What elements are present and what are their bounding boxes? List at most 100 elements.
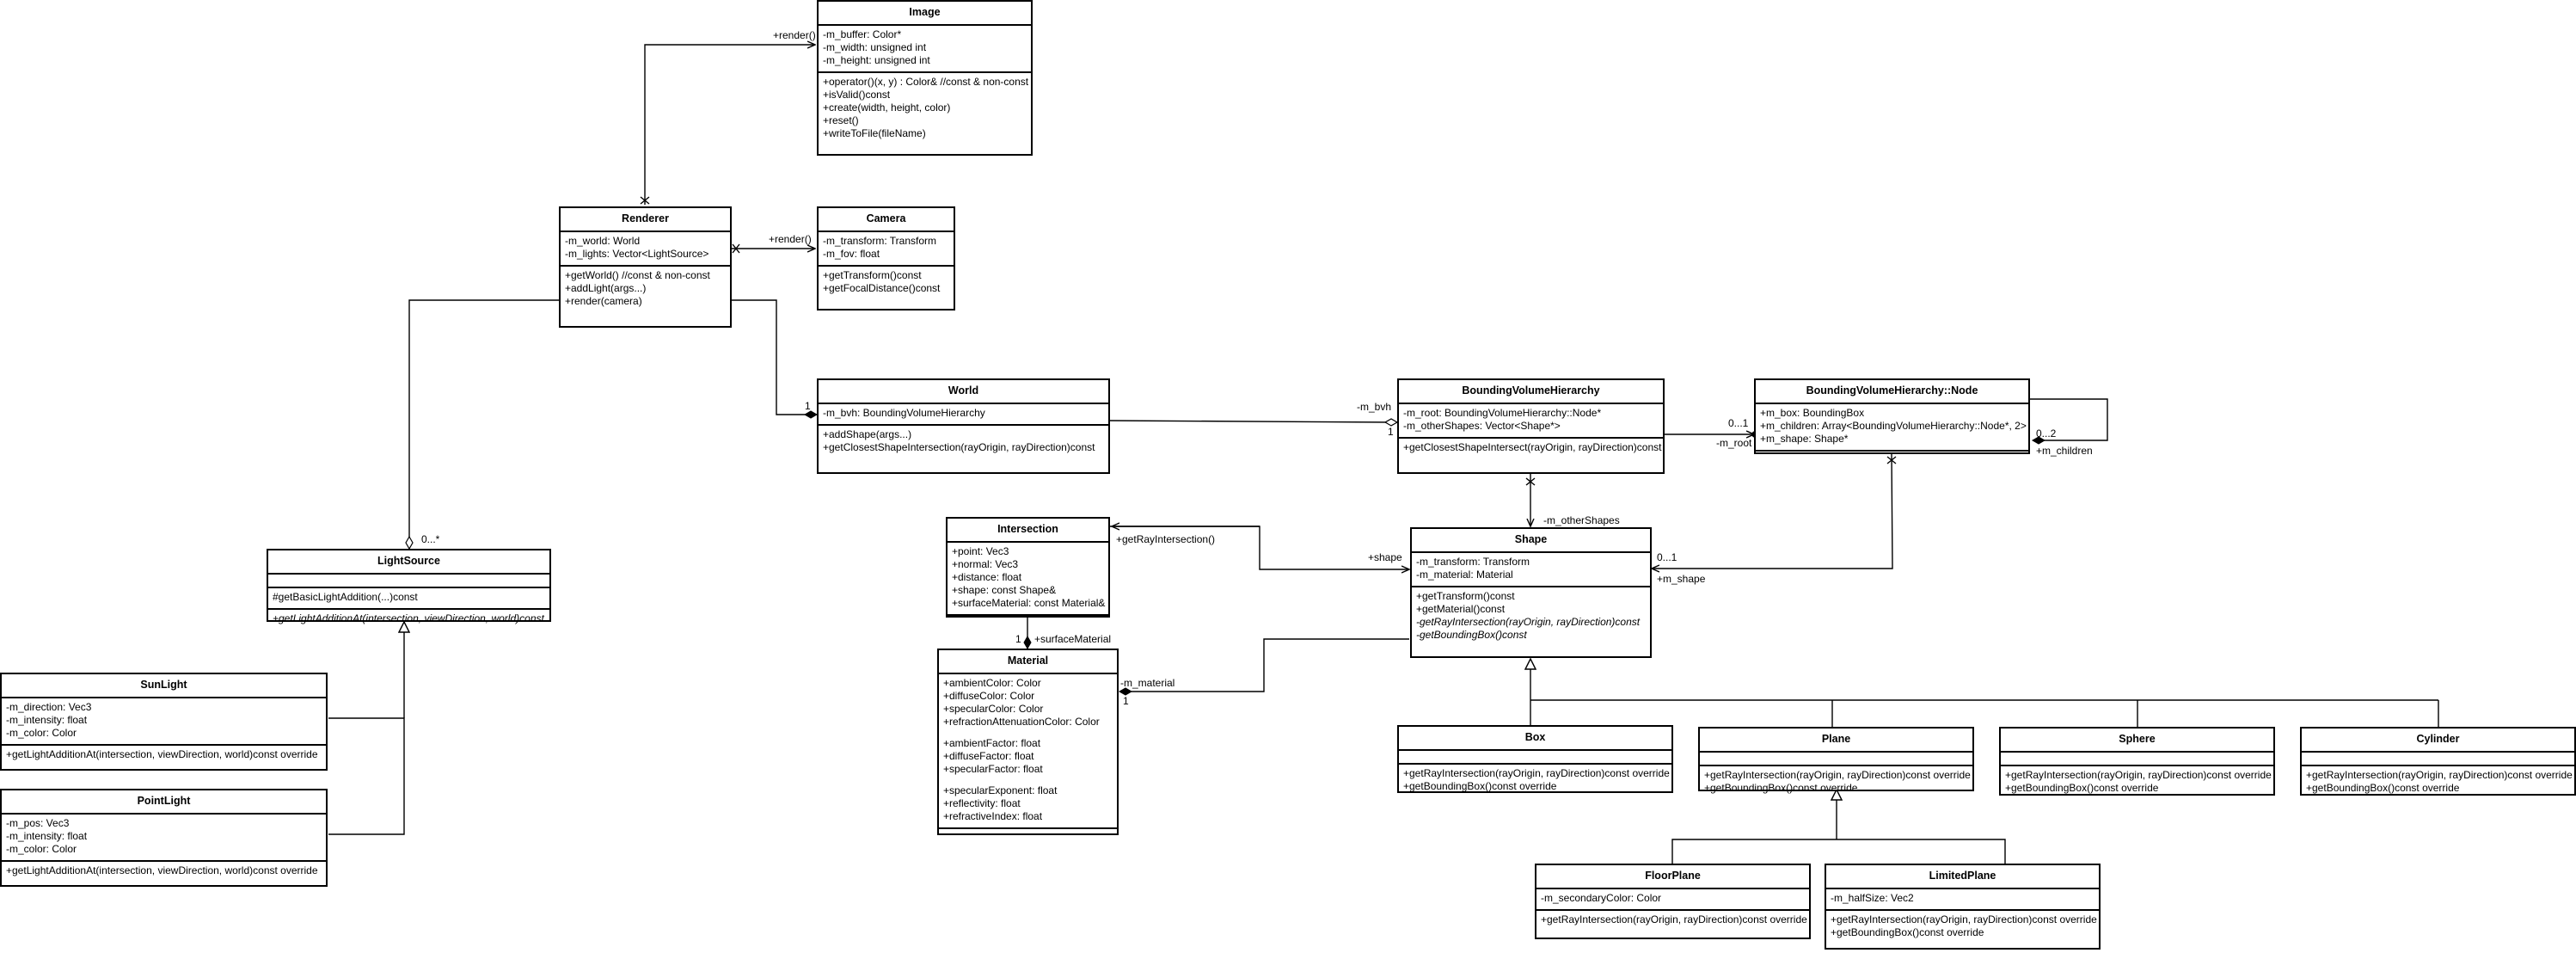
member-row: -m_transform: Transform: [1416, 556, 1530, 568]
material-role-label: -m_material: [1120, 677, 1175, 689]
member-row: +point: Vec3: [952, 545, 1009, 557]
class-camera[interactable]: Camera -m_transform: Transform-m_fov: fl…: [817, 206, 955, 310]
member-row: +getTransform()const: [823, 269, 922, 281]
member-row: -m_lights: Vector<LightSource>: [565, 248, 709, 260]
class-name: Intersection: [948, 519, 1108, 543]
edge-node-children: [2029, 398, 2108, 445]
children-role-label: +m_children: [2036, 445, 2093, 457]
member-row: +addLight(args...): [565, 282, 647, 294]
member-row: +surfaceMaterial: const Material&: [952, 597, 1106, 609]
attributes: -m_transform: Transform-m_material: Mate…: [1412, 553, 1650, 587]
member-row: -m_width: unsigned int: [823, 41, 927, 53]
member-row: +getWorld() //const & non-const: [565, 269, 710, 281]
class-renderer[interactable]: Renderer -m_world: World-m_lights: Vecto…: [559, 206, 732, 328]
member-row: -getBoundingBox()const: [1416, 629, 1527, 641]
class-name: SunLight: [2, 674, 326, 698]
member-row: +getLightAdditionAt(intersection, viewDi…: [273, 612, 544, 624]
abstract-methods: +getLightAdditionAt(intersection, viewDi…: [268, 610, 549, 630]
attributes: -m_pos: Vec3-m_intensity: float-m_color:…: [2, 815, 326, 862]
attributes: -m_secondaryColor: Color: [1536, 889, 1809, 911]
attributes: -m_direction: Vec3-m_intensity: float-m_…: [2, 698, 326, 746]
class-sphere[interactable]: Sphere +getRayIntersection(rayOrigin, ra…: [1999, 727, 2275, 796]
class-floor-plane[interactable]: FloorPlane -m_secondaryColor: Color +get…: [1535, 864, 1811, 939]
member-row: +getRayIntersection(rayOrigin, rayDirect…: [2306, 769, 2573, 781]
member-row: +shape: const Shape&: [952, 584, 1057, 596]
class-cylinder[interactable]: Cylinder +getRayIntersection(rayOrigin, …: [2300, 727, 2576, 796]
bvh-multiplicity: 1: [1388, 426, 1394, 438]
class-shape[interactable]: Shape -m_transform: Transform-m_material…: [1410, 527, 1652, 658]
member-row: +diffuseColor: Color: [943, 690, 1035, 702]
member-row: +getRayIntersection(rayOrigin, rayDirect…: [1831, 913, 2097, 925]
class-box[interactable]: Box +getRayIntersection(rayOrigin, rayDi…: [1397, 725, 1673, 793]
class-limited-plane[interactable]: LimitedPlane -m_halfSize: Vec2 +getRayIn…: [1825, 864, 2101, 950]
methods: +getRayIntersection(rayOrigin, rayDirect…: [1536, 911, 1809, 931]
edge-renderer-image: [644, 45, 815, 205]
methods: +addShape(args...)+getClosestShapeInters…: [819, 426, 1108, 458]
member-row: +m_box: BoundingBox: [1760, 407, 1865, 419]
class-image[interactable]: Image -m_buffer: Color*-m_width: unsigne…: [817, 0, 1033, 156]
member-row: +getBoundingBox()const override: [1704, 782, 1858, 794]
class-name: PointLight: [2, 790, 326, 815]
class-material[interactable]: Material +ambientColor: Color+diffuseCol…: [937, 649, 1119, 835]
attributes: -m_halfSize: Vec2: [1826, 889, 2099, 911]
member-row: +operator()(x, y) : Color& //const & non…: [823, 76, 1029, 88]
class-sun-light[interactable]: SunLight -m_direction: Vec3-m_intensity:…: [0, 673, 328, 771]
children-multiplicity: 0...2: [2036, 427, 2057, 440]
methods: #getBasicLightAddition(...)const: [268, 588, 549, 610]
member-row: +writeToFile(fileName): [823, 127, 926, 139]
member-row: +addShape(args...): [823, 428, 912, 440]
member-row: -m_color: Color: [6, 843, 77, 855]
edge-node-shape: [1652, 452, 1893, 569]
member-row: +refractiveIndex: float: [943, 810, 1043, 822]
member-row: +getClosestShapeIntersect(rayOrigin, ray…: [1403, 441, 1662, 453]
shape-role-label: +m_shape: [1657, 573, 1706, 585]
member-row: +specularFactor: float: [943, 763, 1043, 775]
attributes: +point: Vec3+normal: Vec3+distance: floa…: [948, 543, 1108, 616]
methods: +operator()(x, y) : Color& //const & non…: [819, 73, 1031, 144]
member-row: +getBoundingBox()const override: [2306, 782, 2460, 794]
edge-renderer-lightsource: [409, 299, 559, 549]
member-row: +getBoundingBox()const override: [1831, 926, 1984, 938]
member-row: +create(width, height, color): [823, 101, 951, 114]
methods: +getTransform()const+getFocalDistance()c…: [819, 267, 954, 299]
methods: +getRayIntersection(rayOrigin, rayDirect…: [2302, 766, 2574, 799]
getray-label: +getRayIntersection(): [1116, 533, 1216, 545]
attributes: [268, 575, 549, 588]
member-row: +getFocalDistance()const: [823, 282, 941, 294]
member-row: +refractionAttenuationColor: Color: [943, 716, 1100, 728]
class-name: BoundingVolumeHierarchy::Node: [1756, 380, 2028, 404]
member-row: #getBasicLightAddition(...)const: [273, 591, 418, 603]
root-role-label: -m_root: [1716, 437, 1752, 449]
member-row: +m_shape: Shape*: [1760, 433, 1849, 445]
member-row: +getRayIntersection(rayOrigin, rayDirect…: [1704, 769, 1971, 781]
member-row: +specularColor: Color: [943, 703, 1044, 715]
member-row: +ambientColor: Color: [943, 677, 1041, 689]
class-bounding-volume-hierarchy[interactable]: BoundingVolumeHierarchy -m_root: Boundin…: [1397, 378, 1665, 474]
class-intersection[interactable]: Intersection +point: Vec3+normal: Vec3+d…: [946, 517, 1110, 618]
member-row: +render(camera): [565, 295, 642, 307]
member-row: +getMaterial()const: [1416, 603, 1506, 615]
shape-ref-label: +shape: [1368, 551, 1402, 563]
member-row: -m_color: Color: [6, 727, 77, 739]
class-bvh-node[interactable]: BoundingVolumeHierarchy::Node +m_box: Bo…: [1754, 378, 2030, 454]
member-row: +m_children: Array<BoundingVolumeHierarc…: [1760, 420, 2027, 432]
methods: +getTransform()const+getMaterial()const-…: [1412, 587, 1650, 646]
member-row: +getRayIntersection(rayOrigin, rayDirect…: [1403, 767, 1670, 779]
member-row: +getRayIntersection(rayOrigin, rayDirect…: [1541, 913, 1807, 925]
class-name: FloorPlane: [1536, 865, 1809, 889]
edge-world-bvh: [1109, 421, 1397, 422]
member-row: +reset(): [823, 114, 859, 126]
methods: +getRayIntersection(rayOrigin, rayDirect…: [1700, 766, 1972, 799]
class-light-source[interactable]: LightSource #getBasicLightAddition(...)c…: [267, 549, 551, 624]
attributes: -m_root: BoundingVolumeHierarchy::Node*-…: [1399, 404, 1663, 439]
methods: +getRayIntersection(rayOrigin, rayDirect…: [2001, 766, 2273, 799]
attributes: [2302, 753, 2574, 766]
class-point-light[interactable]: PointLight -m_pos: Vec3-m_intensity: flo…: [0, 789, 328, 887]
class-world[interactable]: World -m_bvh: BoundingVolumeHierarchy +a…: [817, 378, 1110, 474]
attributes: +ambientColor: Color+diffuseColor: Color…: [939, 674, 1117, 829]
member-row: -m_halfSize: Vec2: [1831, 892, 1914, 904]
methods: +getRayIntersection(rayOrigin, rayDirect…: [1826, 911, 2099, 944]
member-row: +getRayIntersection(rayOrigin, rayDirect…: [2005, 769, 2272, 781]
class-plane[interactable]: Plane +getRayIntersection(rayOrigin, ray…: [1698, 727, 1974, 794]
member-row: +getBoundingBox()const override: [2005, 782, 2159, 794]
